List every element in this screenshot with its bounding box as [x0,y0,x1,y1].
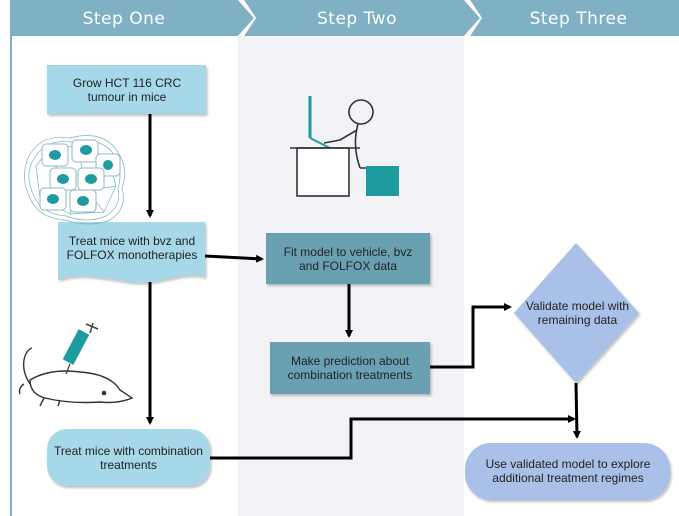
syringe-icon [62,322,99,375]
validate-text: Validate model with remaining data [525,299,630,327]
fit-model-box [266,233,430,284]
validate-diamond [514,243,639,383]
explore-text: Use validated model to explore additiona… [485,457,651,485]
grow-box [47,65,206,114]
connectors [146,114,581,460]
step-two-label: Step Two [317,9,397,29]
arrow-combo-to-explore [210,415,576,460]
grow-box-text: Grow HCT 116 CRC tumour in mice [72,75,182,104]
header-step-one [10,0,254,36]
header-step-three [470,0,679,36]
prediction-box [270,342,430,394]
fit-model-text: Fit model to vehicle, bvz and FOLFOX dat… [283,245,413,273]
arrow-mono-to-fit [204,254,264,263]
step-three-label: Step Three [529,9,628,29]
arrow-validate-to-explore [572,382,581,439]
treat-mono-box [58,222,205,283]
treat-combo-box [47,429,210,486]
treat-combo-text: Treat mice with combination treatments [54,444,203,472]
researcher-icon [290,96,399,197]
left-border [10,36,12,516]
prediction-text: Make prediction about combination treatm… [287,354,413,382]
arrow-prediction-to-validate [430,303,512,369]
mouse-icon [18,347,134,407]
header-bar [10,0,679,36]
treat-mono-text: Treat mice with bvz and FOLFOX monothera… [66,234,198,262]
header-step-two [244,0,480,36]
step-one-label: Step One [82,9,166,29]
explore-box [465,443,670,500]
cells-icon [24,135,126,225]
